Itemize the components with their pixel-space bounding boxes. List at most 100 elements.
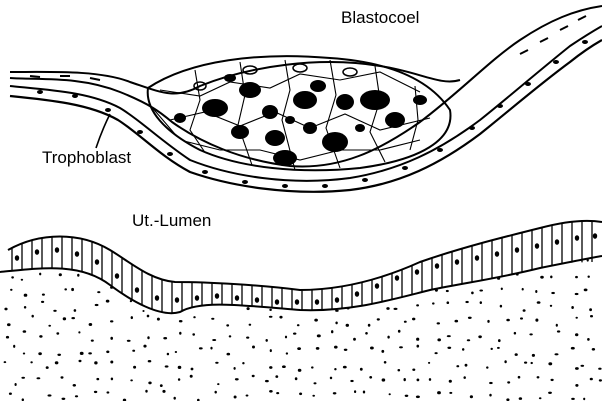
stroma-dot (299, 393, 302, 396)
stroma-dot (349, 255, 352, 257)
stroma-dot (106, 300, 110, 303)
stroma-dot (337, 276, 339, 278)
stroma-dot (531, 362, 533, 364)
stroma-dot (550, 276, 552, 279)
stroma-dot (280, 263, 283, 266)
stroma-dot (465, 301, 468, 303)
stroma-dot (79, 256, 82, 259)
stroma-dot (4, 361, 7, 363)
stroma-dot (180, 273, 184, 276)
stroma-dot (360, 368, 363, 371)
stroma-dot (548, 392, 552, 394)
stroma-dot (194, 291, 198, 294)
stroma-dot (311, 366, 314, 368)
stroma-dot (571, 398, 575, 400)
stroma-dot (130, 379, 133, 381)
stroma-dot (398, 330, 401, 333)
stroma-dot (7, 323, 11, 326)
stroma-dot (416, 304, 419, 306)
stroma-dot (269, 316, 273, 318)
stroma-dot (354, 390, 356, 393)
stroma-dot (556, 256, 558, 258)
stroma-dot (331, 330, 333, 333)
stroma-dot (269, 258, 272, 261)
stroma-dot (294, 257, 298, 259)
trophoblast-pointer-line (96, 114, 110, 148)
stroma-dot (519, 397, 522, 400)
stroma-dot (480, 301, 482, 304)
stroma-dot (178, 378, 180, 381)
stroma-dot (226, 324, 229, 326)
stroma-dot (89, 323, 93, 326)
stroma-dot (106, 351, 109, 354)
stroma-dot (246, 395, 249, 397)
stroma-dot (592, 348, 595, 351)
stroma-dot (110, 361, 113, 364)
stroma-dot (178, 366, 182, 369)
stroma-dot (147, 336, 149, 339)
stroma-dot (380, 264, 382, 266)
stroma-dot (73, 384, 76, 387)
stroma-dot (298, 369, 302, 372)
stroma-dot (537, 301, 541, 304)
stroma-dot (241, 259, 244, 262)
stroma-dot (412, 369, 415, 371)
stroma-dot (522, 288, 524, 291)
stroma-dot (344, 349, 348, 351)
stroma-dot (63, 317, 66, 320)
stroma-dot (529, 333, 532, 335)
stroma-dot (94, 391, 97, 393)
stroma-dot (212, 339, 216, 341)
stroma-dot (265, 380, 269, 382)
endometrial-stroma (4, 255, 602, 401)
stroma-dot (462, 348, 464, 351)
stroma-dot (111, 378, 113, 381)
stroma-dot (488, 274, 490, 276)
stroma-dot (405, 395, 409, 397)
stroma-dot (163, 337, 167, 339)
stroma-dot (234, 292, 237, 295)
stroma-dot (537, 376, 540, 378)
stroma-dot (227, 353, 231, 356)
stroma-dot (162, 258, 164, 261)
stroma-dot (297, 347, 301, 350)
stroma-dot (157, 318, 160, 321)
stroma-dot (234, 396, 237, 399)
stroma-dot (398, 272, 401, 274)
stroma-dot (468, 317, 472, 319)
stroma-dot (412, 318, 415, 321)
stroma-dot (500, 305, 502, 308)
stroma-dot (279, 316, 282, 319)
stroma-dot (192, 333, 195, 335)
stroma-dot (269, 309, 272, 311)
stroma-dot (434, 273, 437, 275)
stroma-dot (365, 332, 368, 335)
stroma-dot (110, 337, 113, 340)
stroma-dot (368, 324, 371, 327)
stroma-dot (48, 325, 51, 327)
uterine-epithelium (0, 210, 602, 322)
stroma-dot (269, 366, 272, 369)
stroma-dot (243, 275, 246, 277)
stroma-dot (158, 306, 161, 308)
stroma-dot (540, 276, 544, 279)
stroma-dot (23, 330, 27, 333)
stroma-dot (353, 338, 356, 341)
stroma-dot (471, 292, 474, 295)
stroma-dot (55, 361, 59, 364)
stroma-dot (507, 381, 510, 383)
stroma-dot (497, 347, 500, 349)
stroma-dot (96, 378, 99, 380)
stroma-dot (314, 319, 318, 322)
stroma-dot (199, 347, 203, 349)
stroma-dot (23, 353, 25, 355)
stroma-dot (110, 320, 113, 322)
stroma-dot (242, 362, 244, 364)
stroma-dot (437, 391, 441, 394)
stroma-dot (370, 347, 374, 350)
stroma-dot (447, 347, 451, 349)
stroma-dot (133, 366, 136, 369)
stroma-dot (127, 277, 131, 280)
inner-cell-mass (148, 56, 451, 170)
stroma-dot (10, 289, 12, 291)
